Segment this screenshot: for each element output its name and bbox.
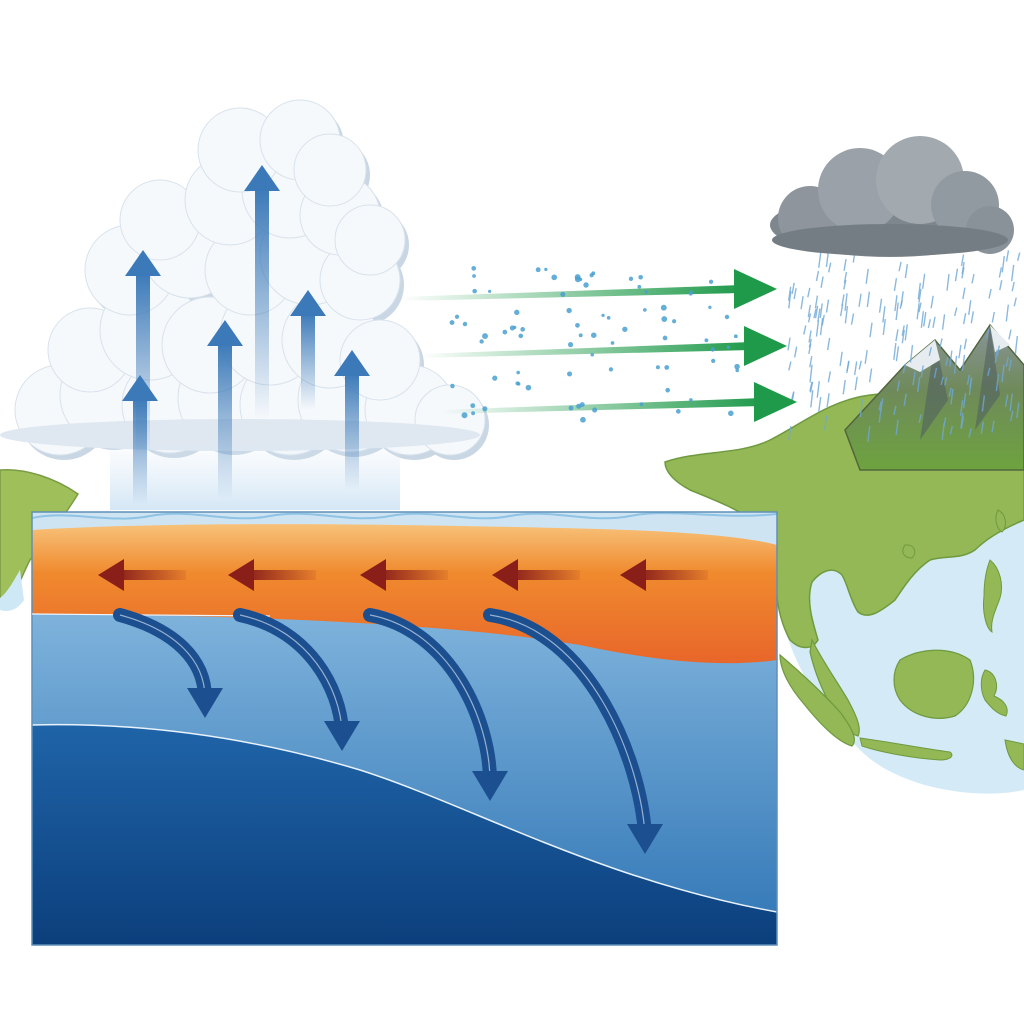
sulawesi: [980, 669, 1008, 717]
sinking-current-arrows: [113, 608, 663, 854]
sinking-current-arrow-icon: [113, 608, 223, 718]
surface-current-arrow-icon: [228, 559, 316, 591]
moisture-flow-arrow-icon: [400, 269, 777, 309]
warm-surface-layer: [32, 524, 777, 664]
storm-cloud-icon: [770, 136, 1014, 257]
updraft-arrow-icon: [334, 350, 370, 490]
deep-ocean-layer: [32, 724, 777, 945]
updraft-arrow-icon: [244, 165, 280, 420]
surface-current-arrow-icon: [98, 559, 186, 591]
updraft-arrows: [122, 165, 370, 505]
java: [859, 737, 953, 761]
updraft-arrow-icon: [207, 320, 243, 500]
mountain-icon: [844, 323, 1024, 471]
sinking-current-arrow-icon: [483, 608, 663, 854]
surface-current-arrow-icon: [360, 559, 448, 591]
philippines: [983, 559, 1003, 634]
sumatra: [779, 653, 855, 747]
moisture-flow-arrow-icon: [440, 382, 797, 422]
moisture-flow-arrow-icon: [420, 326, 787, 366]
moisture-flow: [400, 266, 797, 423]
borneo: [893, 649, 975, 719]
updraft-arrow-icon: [122, 375, 158, 505]
surface-current-arrows: [98, 559, 708, 591]
malay-peninsula: [809, 638, 860, 737]
hainan: [902, 544, 916, 559]
surface-current-arrow-icon: [620, 559, 708, 591]
updraft-arrow-icon: [290, 290, 326, 410]
cumulus-cloud-icon: [0, 99, 489, 510]
sinking-current-arrow-icon: [363, 608, 508, 801]
new-guinea: [1004, 739, 1024, 771]
sinking-current-arrow-icon: [233, 608, 360, 751]
taiwan: [995, 509, 1006, 533]
rain-streaks: [787, 249, 1021, 443]
surface-current-arrow-icon: [492, 559, 580, 591]
